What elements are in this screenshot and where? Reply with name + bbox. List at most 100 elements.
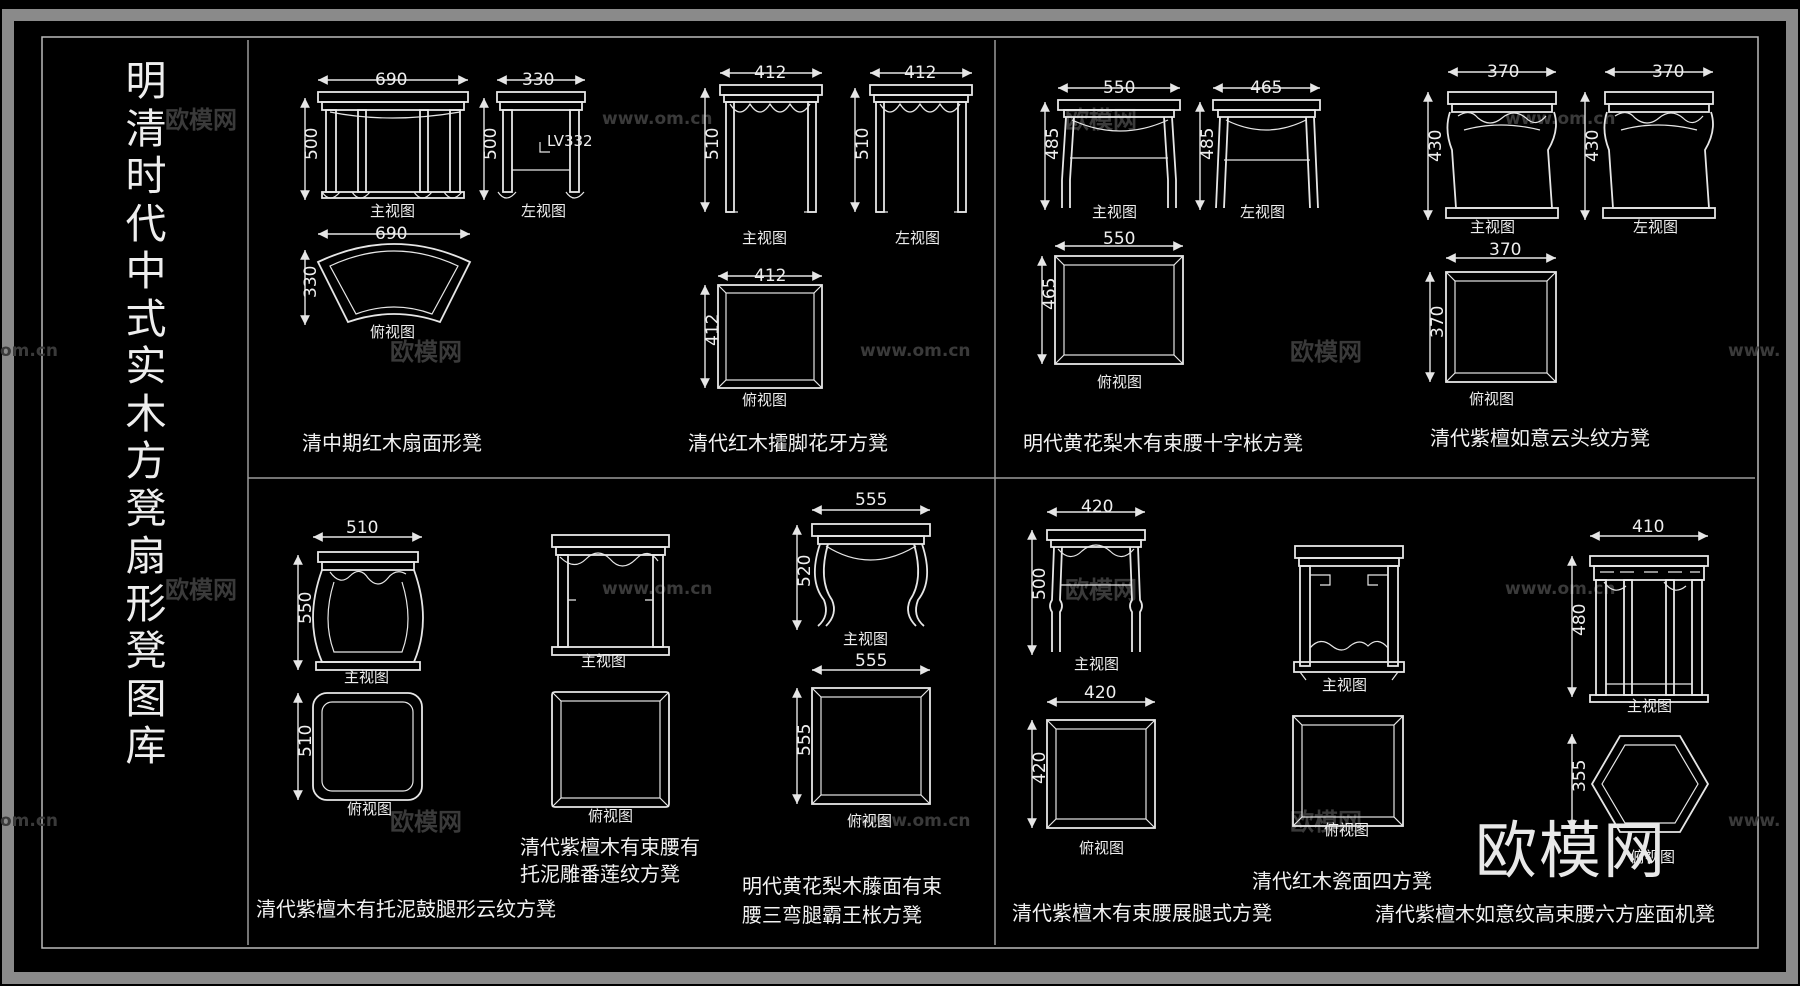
- svg-text:412: 412: [754, 266, 786, 286]
- title-char: 明: [125, 57, 167, 105]
- svg-text:550: 550: [1103, 229, 1135, 249]
- svg-text:412: 412: [703, 314, 723, 346]
- svg-text:欧模网: 欧模网: [165, 106, 237, 134]
- svg-text:355: 355: [1570, 760, 1590, 792]
- svg-text:主视图: 主视图: [370, 202, 415, 220]
- svg-text:420: 420: [1081, 497, 1113, 517]
- svg-text:510: 510: [703, 128, 723, 160]
- brand-watermark: 欧模网: [1475, 814, 1668, 887]
- title-char: 方: [125, 437, 167, 485]
- svg-text:330: 330: [522, 70, 554, 90]
- watermarks: 欧模网 www.om.cn 欧模网 www.om.cn om.cn 欧模网 ww…: [0, 106, 1781, 836]
- svg-text:370: 370: [1652, 62, 1684, 82]
- outer-frame: [2, 9, 1798, 984]
- svg-text:俯视图: 俯视图: [1097, 373, 1142, 391]
- svg-text:主视图: 主视图: [1627, 697, 1672, 715]
- svg-text:www.om.cn: www.om.cn: [602, 109, 713, 129]
- svg-text:550: 550: [296, 592, 316, 624]
- svg-text:370: 370: [1489, 240, 1521, 260]
- svg-text:托泥雕番莲纹方凳: 托泥雕番莲纹方凳: [520, 862, 680, 886]
- svg-text:左视图: 左视图: [895, 229, 940, 247]
- svg-text:690: 690: [375, 224, 407, 244]
- title-char: 清: [125, 104, 167, 153]
- svg-text:腰三弯腿霸王枨方凳: 腰三弯腿霸王枨方凳: [742, 903, 922, 927]
- stool-h: 420 500 主视图 420 420 俯视图 清代紫檀木有束腰展腿式方凳: [1012, 497, 1272, 925]
- svg-text:330: 330: [301, 266, 321, 298]
- svg-text:俯视图: 俯视图: [588, 807, 633, 825]
- svg-text:om.cn: om.cn: [0, 341, 58, 361]
- svg-text:510: 510: [346, 518, 378, 538]
- svg-text:俯视图: 俯视图: [1469, 390, 1514, 408]
- title-char: 凳: [125, 484, 167, 533]
- svg-text:555: 555: [795, 724, 815, 756]
- svg-text:主视图: 主视图: [1092, 203, 1137, 221]
- svg-text:430: 430: [1426, 130, 1446, 162]
- svg-text:明代黄花梨木有束腰十字枨方凳: 明代黄花梨木有束腰十字枨方凳: [1023, 431, 1303, 455]
- title-char: 中: [125, 247, 167, 295]
- svg-text:俯视图: 俯视图: [847, 812, 892, 830]
- svg-text:480: 480: [1570, 604, 1590, 636]
- svg-text:俯视图: 俯视图: [370, 323, 415, 341]
- title-char: 扇: [125, 532, 167, 580]
- title-char: 凳: [125, 627, 167, 675]
- stool-f: 主视图 俯视图 清代紫檀木有束腰有 托泥雕番莲纹方凳: [520, 534, 700, 886]
- svg-text:清代紫檀木有束腰有: 清代紫檀木有束腰有: [520, 835, 700, 859]
- svg-text:主视图: 主视图: [742, 229, 787, 247]
- svg-text:主视图: 主视图: [1074, 655, 1119, 673]
- title-char: 式: [125, 294, 167, 343]
- stool-g: 555 520 主视图 555 555 俯视图 明代黄花梨木藤面有束 腰三弯腿霸…: [742, 490, 942, 927]
- svg-text:清代红木攉脚花牙方凳: 清代红木攉脚花牙方凳: [688, 431, 888, 455]
- stool-c: 550 485 主视图 465 485 左视图 550 465 俯视图 明代黄花…: [1023, 78, 1321, 455]
- svg-text:485: 485: [1198, 128, 1218, 160]
- stool-d: 370 430 主视图 370 430 左视图 370 370 俯视图 清代紫檀…: [1423, 62, 1716, 450]
- stool-a: 690 500 主视图 330 500 LV332 左视图 690 330: [300, 70, 593, 455]
- stool-j: 410 480 主视图 355 俯视图 清代紫檀木如意纹高束腰六方座面机凳: [1375, 517, 1715, 926]
- svg-text:www.om.cn: www.om.cn: [860, 811, 971, 831]
- svg-text:555: 555: [855, 651, 887, 671]
- title-char: 代: [125, 199, 167, 248]
- svg-text:412: 412: [754, 63, 786, 83]
- svg-text:俯视图: 俯视图: [347, 800, 392, 818]
- svg-text:俯视图: 俯视图: [1079, 839, 1124, 857]
- svg-text:主视图: 主视图: [1470, 218, 1515, 236]
- svg-text:420: 420: [1030, 752, 1050, 784]
- svg-text:500: 500: [481, 128, 501, 160]
- svg-text:412: 412: [904, 63, 936, 83]
- svg-text:左视图: 左视图: [1240, 203, 1285, 221]
- svg-text:www.om.cn: www.om.cn: [860, 341, 971, 361]
- svg-text:欧模网: 欧模网: [1065, 576, 1137, 604]
- svg-text:www.: www.: [1728, 341, 1781, 361]
- title-char: 图: [125, 674, 167, 723]
- svg-text:主视图: 主视图: [344, 668, 389, 686]
- svg-text:明代黄花梨木藤面有束: 明代黄花梨木藤面有束: [742, 874, 942, 898]
- inner-border: [41, 36, 1759, 949]
- svg-text:510: 510: [296, 725, 316, 757]
- svg-text:430: 430: [1583, 130, 1603, 162]
- svg-text:500: 500: [1030, 568, 1050, 600]
- svg-text:欧模网: 欧模网: [1290, 338, 1362, 366]
- svg-text:清代红木瓷面四方凳: 清代红木瓷面四方凳: [1252, 869, 1432, 893]
- svg-text:690: 690: [375, 70, 407, 90]
- svg-text:www.om.cn: www.om.cn: [602, 579, 713, 599]
- svg-text:清代紫檀木有托泥鼓腿形云纹方凳: 清代紫檀木有托泥鼓腿形云纹方凳: [256, 897, 556, 921]
- title-char: 库: [125, 722, 167, 770]
- svg-text:左视图: 左视图: [1633, 218, 1678, 236]
- svg-text:510: 510: [853, 128, 873, 160]
- svg-text:465: 465: [1250, 78, 1282, 98]
- stool-b: 412 510 主视图 412 510 左视图 412 412 俯视图 清代红木…: [688, 63, 973, 455]
- svg-text:主视图: 主视图: [843, 630, 888, 648]
- svg-text:520: 520: [795, 555, 815, 587]
- svg-text:www.: www.: [1728, 811, 1781, 831]
- svg-text:欧模网: 欧模网: [390, 338, 462, 366]
- svg-text:欧模网: 欧模网: [390, 808, 462, 836]
- svg-text:欧模网: 欧模网: [165, 576, 237, 604]
- svg-text:465: 465: [1040, 278, 1060, 310]
- svg-text:俯视图: 俯视图: [1324, 821, 1369, 839]
- svg-text:清中期红木扇面形凳: 清中期红木扇面形凳: [302, 431, 482, 455]
- svg-text:410: 410: [1632, 517, 1664, 537]
- svg-text:550: 550: [1103, 78, 1135, 98]
- svg-text:www.om.cn: www.om.cn: [1505, 579, 1616, 599]
- title-char: 时: [125, 152, 167, 200]
- svg-text:om.cn: om.cn: [0, 811, 58, 831]
